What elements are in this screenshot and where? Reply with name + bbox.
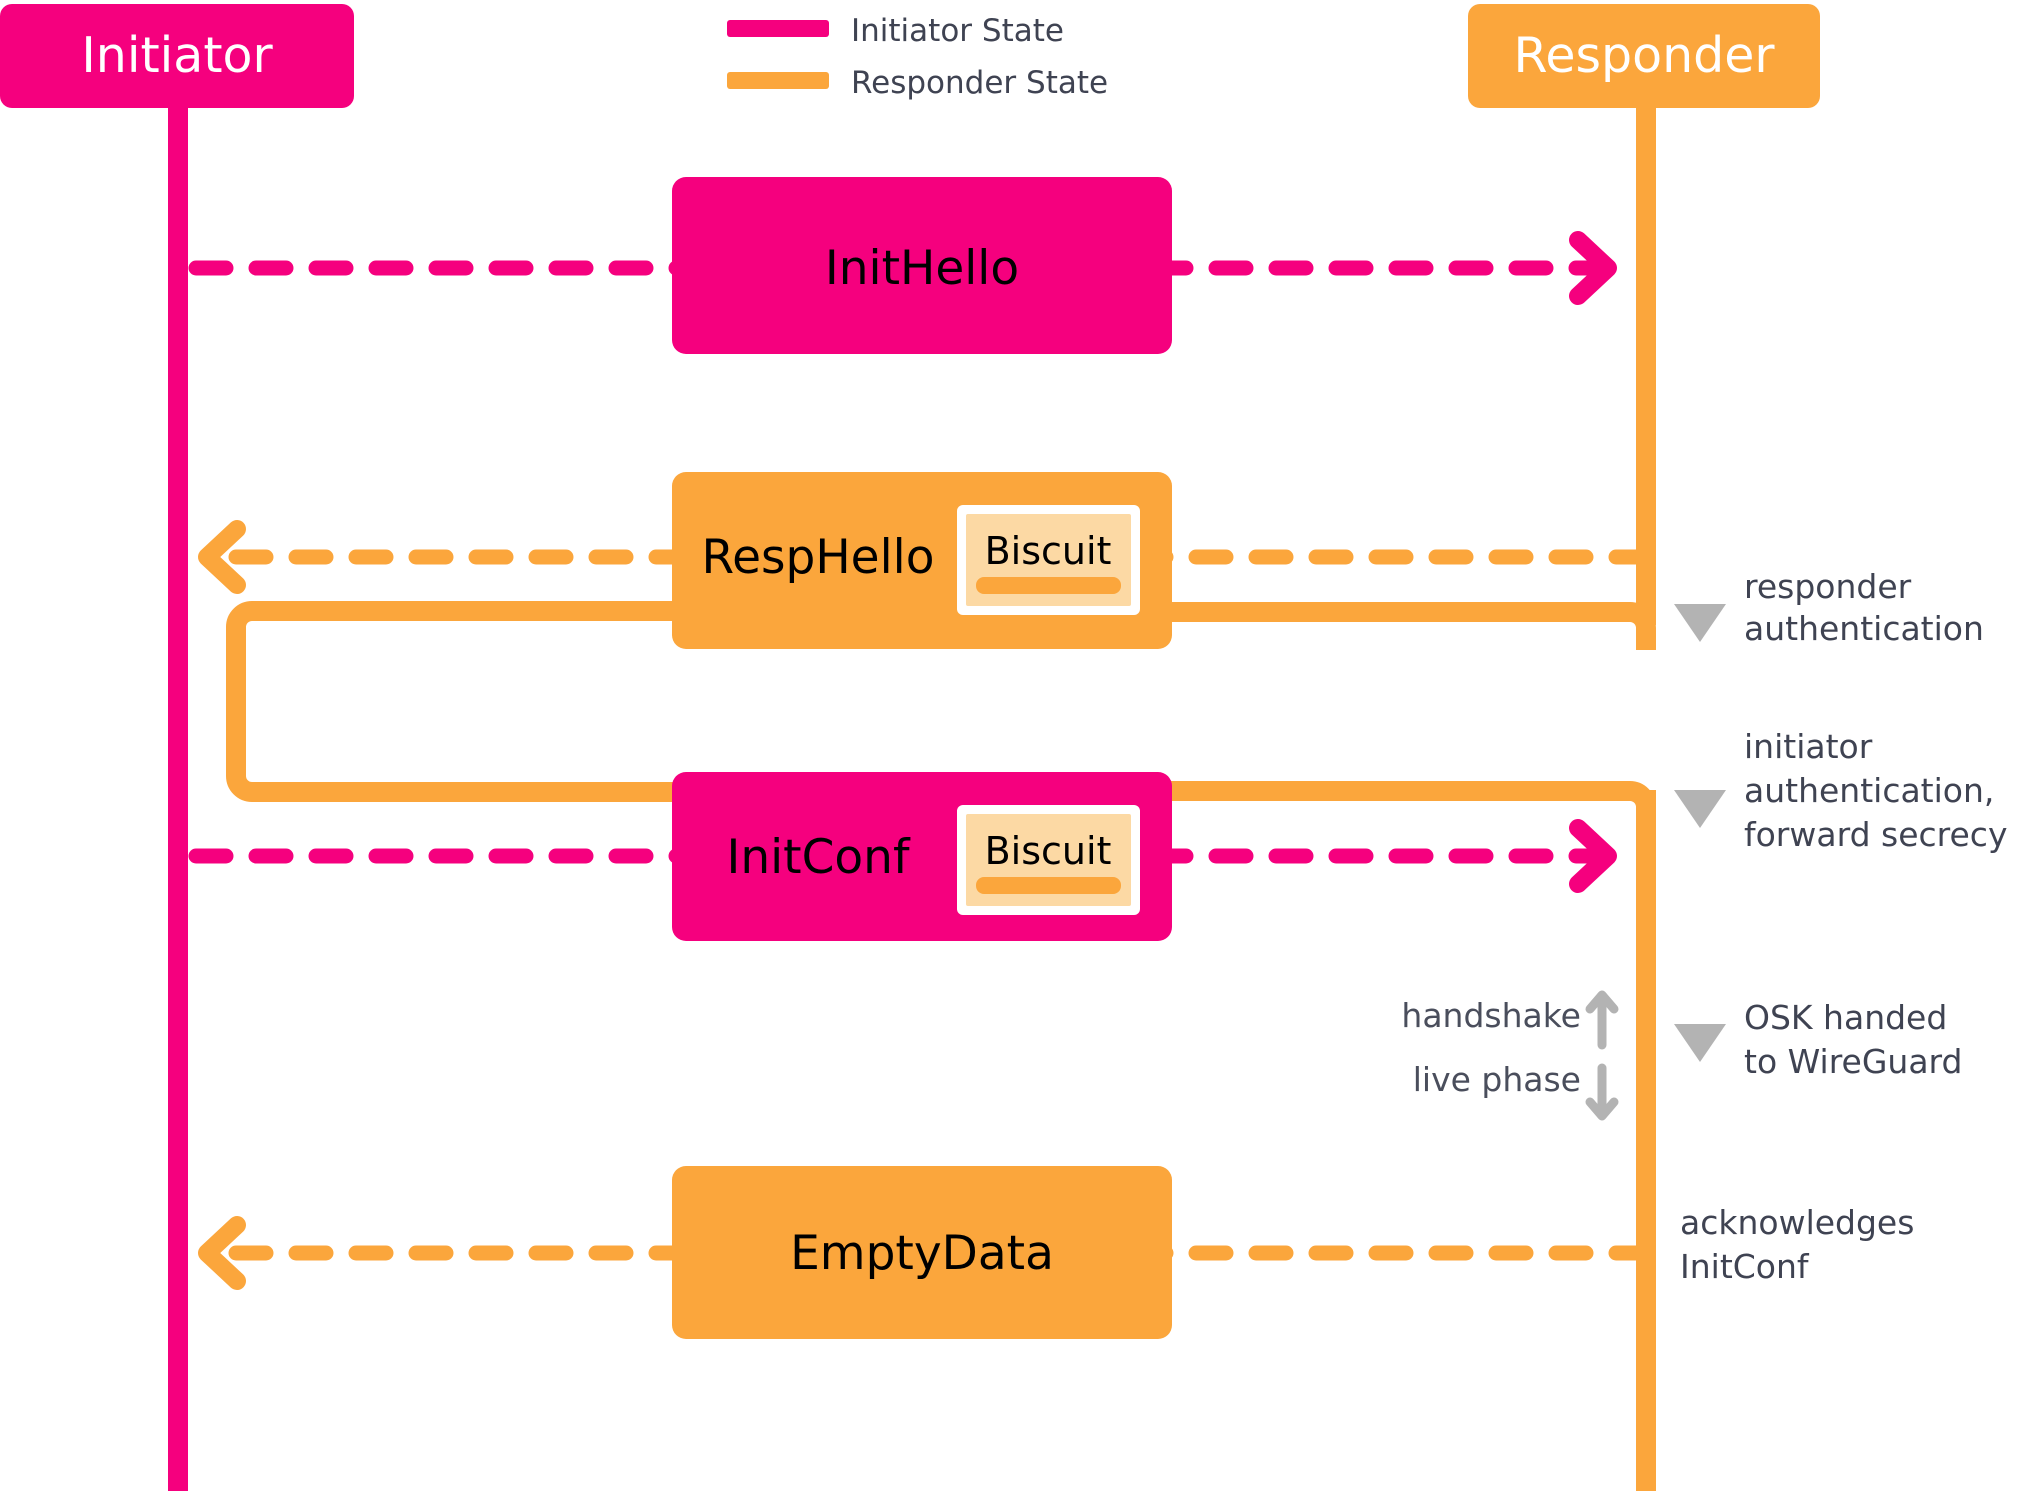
empty-data-label: EmptyData [790,1226,1054,1281]
init-hello-label: InitHello [825,241,1019,296]
osk-handed-note-line-2: to WireGuard [1744,1042,1962,1081]
init-hello-arrowhead-icon [1569,231,1617,305]
initiator-auth-marker-icon [1674,790,1726,828]
responder-state-loop-path [226,601,700,802]
biscuit-badge-label: Biscuit [985,829,1112,873]
live-phase-label: live phase [1413,1060,1581,1099]
initiator-header-box [0,4,354,108]
initiator-lifeline [168,80,188,1491]
responder-header-label: Responder [1513,27,1775,84]
legend-label-initiator-state: Initiator State [851,13,1064,49]
initiator-auth-note-line-3: forward secrecy [1744,815,2007,854]
responder-auth-note-line-1: responder [1744,567,1912,606]
resp-hello-label: RespHello [702,530,935,585]
osk-handed-marker-icon [1674,1024,1726,1062]
osk-handed-note-line-1: OSK handed [1744,998,1947,1037]
legend-swatch-responder-state [727,72,829,89]
initiator-auth-note-line-1: initiator [1744,727,1873,766]
legend-swatch-initiator-state [727,20,829,37]
empty-data-arrowhead-icon [198,1216,246,1290]
init-conf-label: InitConf [726,830,910,885]
arrow-down-icon [1585,1063,1619,1121]
init-conf-arrowhead-icon [1569,819,1617,893]
biscuit-badge-bar [976,577,1121,594]
responder-auth-marker-icon [1674,604,1726,642]
responder-state-path-initconf [1150,781,1656,840]
responder-lifeline-upper [1636,80,1656,625]
biscuit-badge-label: Biscuit [985,529,1112,573]
acknowledges-note-line-1: acknowledges [1680,1203,1914,1242]
responder-auth-note-line-2: authentication [1744,609,1984,648]
acknowledges-note-line-2: InitConf [1680,1247,1810,1286]
initiator-header-label: Initiator [81,27,273,84]
legend-label-responder-state: Responder State [851,65,1108,101]
resp-hello-arrowhead-icon [198,520,246,594]
resp-hello-biscuit-badge[interactable]: Biscuit [957,505,1140,615]
responder-lifeline-lower [1636,790,1656,1491]
empty-data-box[interactable] [672,1166,1172,1339]
init-hello-box[interactable] [672,177,1172,354]
biscuit-badge-bar [976,877,1121,894]
responder-state-path-resphello [1150,602,1656,650]
arrow-up-icon [1585,990,1619,1050]
initiator-auth-note-line-2: authentication, [1744,771,1994,810]
handshake-phase-label: handshake [1401,996,1581,1035]
responder-header-box [1468,4,1820,108]
init-conf-biscuit-badge[interactable]: Biscuit [957,805,1140,915]
